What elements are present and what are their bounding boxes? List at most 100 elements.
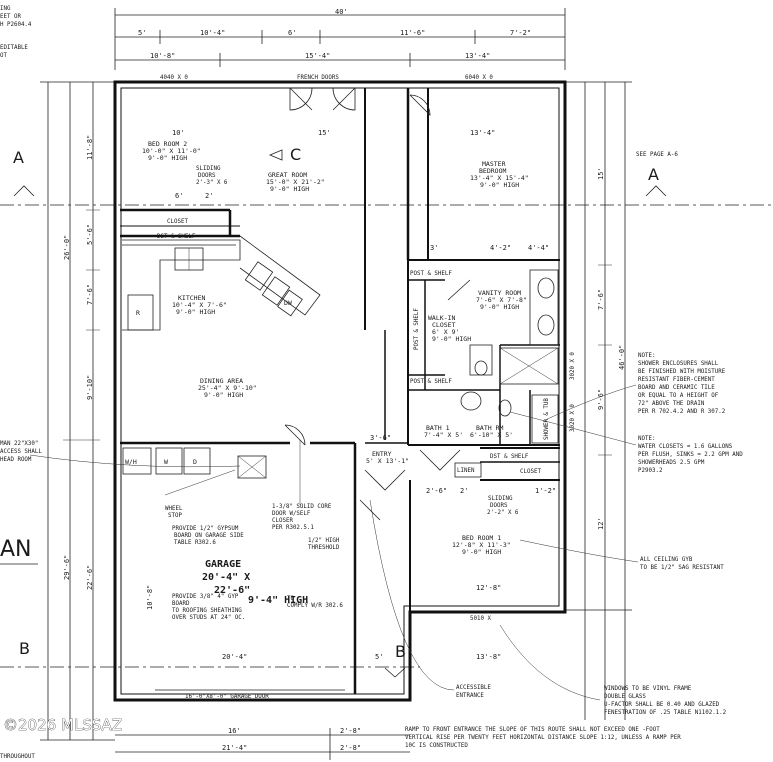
svg-text:RESISTANT FIBER-CEMENT: RESISTANT FIBER-CEMENT bbox=[638, 377, 715, 383]
room-garage: GARAGE 20'-4" X 22'-6" 9'-4" HIGH WHEEL … bbox=[146, 440, 345, 700]
svg-text:SHOWER & TUB: SHOWER & TUB bbox=[544, 398, 550, 440]
room-dining-area: DINING AREA 25'-4" X 9'-10" 9'-0" HIGH bbox=[198, 377, 257, 399]
svg-text:U-FACTOR SHALL BE 0.40 AND GLA: U-FACTOR SHALL BE 0.40 AND GLAZED bbox=[604, 702, 720, 708]
refrigerator-label: R bbox=[136, 309, 140, 317]
svg-text:7'-6" X 7'-8": 7'-6" X 7'-8" bbox=[476, 296, 527, 304]
svg-text:ING: ING bbox=[0, 6, 11, 12]
svg-text:TABLE R302.6: TABLE R302.6 bbox=[174, 540, 216, 546]
window-note: WINDOWS TO BE VINYL FRAME DOUBLE GLASS U… bbox=[499, 624, 726, 716]
svg-text:20'-4": 20'-4" bbox=[222, 653, 247, 661]
svg-text:BOARD ON GARAGE SIDE: BOARD ON GARAGE SIDE bbox=[174, 533, 244, 539]
svg-text:BOARD AND CERAMIC TILE: BOARD AND CERAMIC TILE bbox=[638, 385, 715, 391]
svg-text:22'-6": 22'-6" bbox=[214, 585, 250, 596]
water-heater-label: W/H bbox=[125, 458, 137, 466]
svg-text:A: A bbox=[648, 165, 659, 184]
svg-text:B: B bbox=[395, 642, 406, 661]
svg-text:26'-0": 26'-0" bbox=[63, 235, 71, 260]
overall-width: 40' bbox=[335, 8, 348, 16]
svg-text:13'-4": 13'-4" bbox=[465, 52, 490, 60]
svg-text:12'-8" X 11'-3": 12'-8" X 11'-3" bbox=[452, 541, 511, 549]
svg-text:PER R 702.4.2 AND R 307.2: PER R 702.4.2 AND R 307.2 bbox=[638, 409, 725, 415]
shower-note: NOTE: SHOWER ENCLOSURES SHALL BE FINISHE… bbox=[544, 353, 726, 421]
svg-text:6': 6' bbox=[288, 29, 296, 37]
svg-text:FRENCH DOORS: FRENCH DOORS bbox=[297, 75, 339, 81]
svg-text:RAMP TO FRONT ENTRANCE THE SLO: RAMP TO FRONT ENTRANCE THE SLOPE OF THIS… bbox=[405, 727, 660, 733]
garage-door-label: 16'-0"X8'-0" GARAGE DOOR bbox=[185, 694, 269, 700]
svg-text:16': 16' bbox=[228, 727, 241, 735]
svg-text:EDITABLE: EDITABLE bbox=[0, 45, 28, 51]
svg-text:ENTRANCE: ENTRANCE bbox=[456, 693, 484, 699]
french-doors bbox=[289, 87, 356, 111]
ceiling-note: ALL CEILING GYB TO BE 1/2" SAG RESISTANT bbox=[519, 539, 724, 571]
svg-text:STOP: STOP bbox=[168, 513, 182, 519]
svg-text:6040 X 0: 6040 X 0 bbox=[465, 75, 493, 81]
svg-text:5'-6": 5'-6" bbox=[86, 224, 94, 245]
svg-text:13'-4" X 15'-4": 13'-4" X 15'-4" bbox=[470, 174, 529, 182]
svg-text:9'-4" HIGH: 9'-4" HIGH bbox=[248, 595, 308, 606]
svg-text:7'-6": 7'-6" bbox=[597, 289, 605, 310]
top-left-note: ING EET OR H P2604.4 EDITABLE OT bbox=[0, 6, 32, 59]
svg-text:9'-0" HIGH: 9'-0" HIGH bbox=[204, 391, 243, 399]
svg-text:6'-10" X 5': 6'-10" X 5' bbox=[470, 431, 513, 439]
svg-text:2'-8": 2'-8" bbox=[340, 727, 361, 735]
left-dimensions: 11'-8" 26'-0" 5'-6" 7'-6" 9'-10" 22'-6" … bbox=[40, 81, 115, 741]
svg-text:1-3/8" SOLID CORE: 1-3/8" SOLID CORE bbox=[272, 504, 332, 510]
svg-text:9'-0" HIGH: 9'-0" HIGH bbox=[480, 181, 519, 189]
svg-text:OVER STUDS AT 24" OC.: OVER STUDS AT 24" OC. bbox=[172, 615, 245, 621]
svg-text:4040 X 0: 4040 X 0 bbox=[160, 75, 188, 81]
svg-text:SHOWERHEADS 2.5 GPM: SHOWERHEADS 2.5 GPM bbox=[638, 460, 705, 466]
svg-text:FENESTRATION OF .25 TABLE N110: FENESTRATION OF .25 TABLE N1102.1.2 bbox=[604, 710, 726, 716]
svg-text:MAN 22"X30": MAN 22"X30" bbox=[0, 441, 38, 447]
svg-text:25'-4" X 9'-10": 25'-4" X 9'-10" bbox=[198, 384, 257, 392]
svg-text:15'-0" X 21'-2": 15'-0" X 21'-2" bbox=[266, 178, 325, 186]
svg-text:10'-8": 10'-8" bbox=[146, 585, 154, 610]
svg-text:3'-6": 3'-6" bbox=[370, 434, 391, 442]
svg-text:THROUGHOUT: THROUGHOUT bbox=[0, 754, 35, 760]
svg-text:OR EQUAL TO A HEIGHT OF: OR EQUAL TO A HEIGHT OF bbox=[638, 393, 719, 399]
room-great-room: GREAT ROOM 15'-0" X 21'-2" 9'-0" HIGH 15… bbox=[266, 129, 331, 193]
plan-title-fragment: AN bbox=[0, 537, 32, 562]
attic-access-note: MAN 22"X30" ACCESS SHALL HEAD ROOM bbox=[0, 441, 241, 468]
svg-text:WATER CLOSETS = 1.6 GALLONS: WATER CLOSETS = 1.6 GALLONS bbox=[638, 444, 733, 450]
svg-text:ENTRY: ENTRY bbox=[372, 450, 392, 458]
master-closets: POST & SHELF POST & SHELF POST & SHELF W… bbox=[410, 244, 549, 385]
svg-text:7'-6": 7'-6" bbox=[86, 284, 94, 305]
svg-text:6' X 9': 6' X 9' bbox=[432, 328, 459, 336]
room-bedroom-2: BED ROOM 2 10'-0" X 11'-0" 9'-0" HIGH SL… bbox=[142, 129, 228, 240]
svg-text:WALK-IN: WALK-IN bbox=[428, 314, 455, 322]
svg-text:ALL CEILING GYB: ALL CEILING GYB bbox=[640, 557, 693, 563]
top-dimensions: 40' 5' 10'-4" 6' 11'-6" 7'-2" 10'-8" 15'… bbox=[114, 8, 566, 81]
dishwasher-label: DW bbox=[284, 299, 292, 307]
svg-text:VERTICAL RISE PER TWENTY FEET: VERTICAL RISE PER TWENTY FEET HORIZONTAL… bbox=[405, 735, 681, 741]
bath-fixtures: SHOWER & TUB bbox=[460, 269, 559, 444]
section-a: A A SEE PAGE A-6 bbox=[0, 148, 773, 206]
svg-text:DOORS: DOORS bbox=[490, 503, 508, 509]
svg-text:15': 15' bbox=[597, 167, 605, 180]
svg-text:POST & SHELF: POST & SHELF bbox=[410, 379, 452, 385]
svg-text:CLOSET: CLOSET bbox=[432, 321, 456, 329]
svg-text:4'-2": 4'-2" bbox=[490, 244, 511, 252]
door-swings bbox=[284, 94, 471, 521]
washer-label: W bbox=[164, 458, 168, 466]
svg-text:A: A bbox=[13, 148, 24, 167]
svg-text:11'-8": 11'-8" bbox=[86, 135, 94, 160]
laundry-appliances: W/H W D bbox=[122, 447, 267, 479]
svg-text:DOUBLE GLASS: DOUBLE GLASS bbox=[604, 694, 646, 700]
room-kitchen: KITCHEN 10'-4" X 7'-6" 9'-0" HIGH bbox=[172, 294, 227, 316]
svg-text:MASTER: MASTER bbox=[482, 160, 506, 168]
svg-text:ACCESS SHALL: ACCESS SHALL bbox=[0, 449, 42, 455]
dst-shelf-right: DST & SHELF bbox=[490, 454, 529, 460]
interior-walls bbox=[120, 88, 560, 694]
svg-text:4'-4": 4'-4" bbox=[528, 244, 549, 252]
svg-text:B: B bbox=[19, 639, 30, 658]
svg-text:9'-0" HIGH: 9'-0" HIGH bbox=[462, 548, 501, 556]
svg-text:1'-2": 1'-2" bbox=[535, 487, 556, 495]
svg-text:9'-0" HIGH: 9'-0" HIGH bbox=[432, 335, 471, 343]
svg-text:KITCHEN: KITCHEN bbox=[178, 294, 205, 302]
svg-text:15': 15' bbox=[318, 129, 331, 137]
svg-text:29'-6": 29'-6" bbox=[63, 555, 71, 580]
svg-text:PER R302.5.1: PER R302.5.1 bbox=[272, 525, 314, 531]
bottom-dimensions: 16' 2'-8" 21'-4" 2'-8" 5' 13'-8" THROUGH… bbox=[0, 653, 501, 760]
svg-text:7'-2": 7'-2" bbox=[510, 29, 531, 37]
